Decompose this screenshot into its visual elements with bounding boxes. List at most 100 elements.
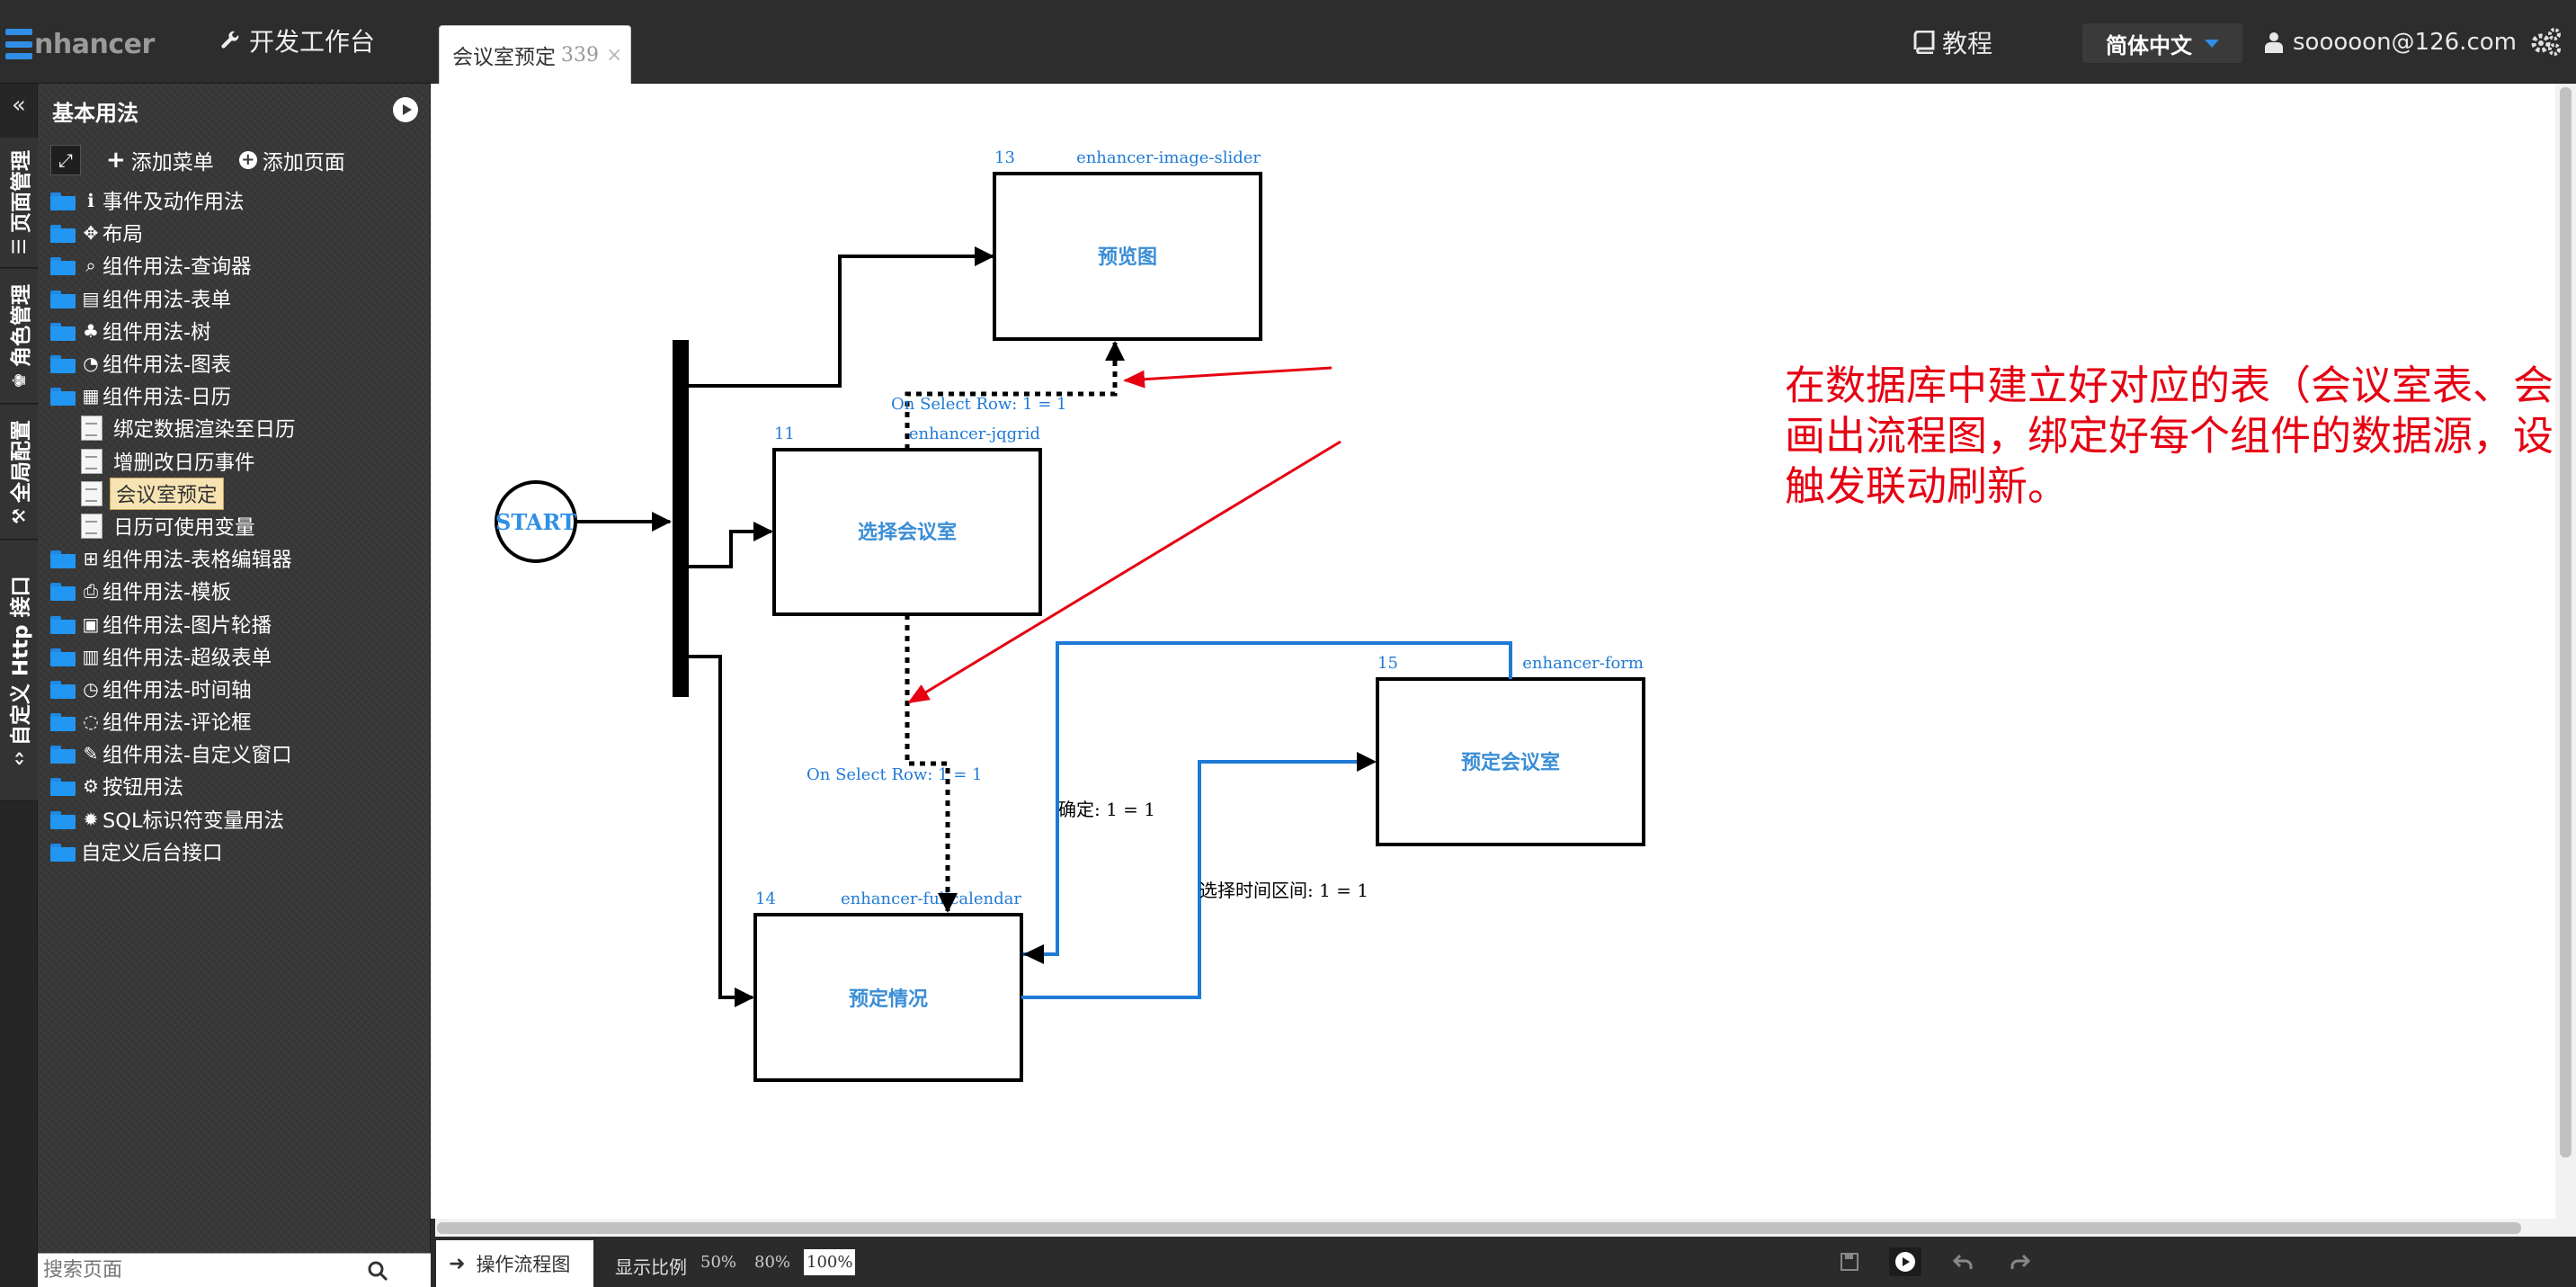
devtools-label: 开发工作台 bbox=[249, 27, 376, 57]
tree-folder-item[interactable]: ⚙按钮用法 bbox=[38, 770, 431, 802]
tree-folder-item[interactable]: ✎组件用法-自定义窗口 bbox=[38, 737, 431, 770]
tree-folder-item[interactable]: ◌组件用法-评论框 bbox=[38, 705, 431, 737]
fork-bar[interactable] bbox=[673, 340, 689, 697]
plus-circle-icon: + bbox=[238, 151, 257, 169]
tree-folder-item[interactable]: ▤组件用法-表单 bbox=[38, 282, 431, 315]
annotation-line: 在数据库中建立好对应的表（会议室表、会议室预定表）之后， bbox=[1785, 362, 2576, 409]
folder-icon bbox=[50, 191, 77, 211]
folder-icon bbox=[50, 647, 77, 666]
chevron-down-icon bbox=[2205, 39, 2219, 48]
horizontal-scroll-thumb[interactable] bbox=[437, 1222, 2521, 1234]
tree-icon: ♣ bbox=[83, 319, 99, 342]
node-form-id: 15 bbox=[1377, 654, 1398, 673]
tree-item-label: 组件用法-自定义窗口 bbox=[103, 744, 292, 768]
run-icon[interactable] bbox=[1889, 1247, 1921, 1276]
node-grid-label: 选择会议室 bbox=[858, 521, 957, 544]
language-label: 简体中文 bbox=[2106, 32, 2192, 58]
tab-meeting-room[interactable]: 会议室预定 339 × bbox=[439, 25, 631, 84]
folder-icon bbox=[50, 581, 77, 602]
tree-page-item[interactable]: 增删改日历事件 bbox=[38, 445, 431, 478]
zoom-option-50[interactable]: 50% bbox=[700, 1253, 737, 1272]
add-menu-button[interactable]: +添加菜单 bbox=[106, 145, 214, 175]
tree-folder-item[interactable]: ♣组件用法-树 bbox=[38, 315, 431, 347]
move-icon: ✥ bbox=[83, 222, 99, 245]
page-search bbox=[38, 1253, 431, 1287]
folder-icon bbox=[50, 809, 77, 829]
folder-icon bbox=[50, 614, 77, 634]
logo[interactable]: nhancer bbox=[5, 22, 155, 67]
template-icon: ⎙ bbox=[84, 580, 98, 603]
annotation-arrow-2 bbox=[907, 440, 1341, 704]
tutorial-link[interactable]: 教程 bbox=[1913, 22, 1992, 63]
edge-fork-grid bbox=[689, 522, 773, 568]
tutorial-label: 教程 bbox=[1942, 29, 1993, 58]
node-slider-type: enhancer-image-slider bbox=[1076, 148, 1261, 167]
redo-icon[interactable] bbox=[2004, 1247, 2037, 1276]
tab-label: 会议室预定 bbox=[452, 46, 556, 69]
play-icon[interactable] bbox=[393, 97, 418, 122]
expand-icon[interactable]: ⤢ bbox=[50, 145, 81, 175]
tree-folder-item[interactable]: ▣组件用法-图片轮播 bbox=[38, 607, 431, 639]
tree-folder-item[interactable]: ▦组件用法-日历 bbox=[38, 380, 431, 412]
logo-mark-icon bbox=[5, 29, 32, 59]
tree-item-label: 组件用法-时间轴 bbox=[103, 678, 252, 702]
tree-folder-item[interactable]: ⌕组件用法-查询器 bbox=[38, 249, 431, 282]
tree-folder-item[interactable]: ◔组件用法-图表 bbox=[38, 347, 431, 380]
save-icon[interactable] bbox=[1833, 1247, 1866, 1276]
zoom-option-80[interactable]: 80% bbox=[754, 1253, 791, 1272]
zoom-option-100[interactable]: 100% bbox=[804, 1249, 856, 1275]
bottom-bar: ➜ 操作流程图 显示比例 50% 80% 100% bbox=[431, 1237, 2576, 1287]
undo-icon[interactable] bbox=[1947, 1247, 1979, 1276]
tree-folder-item[interactable]: ⎙组件用法-模板 bbox=[38, 575, 431, 607]
vtab-page-management[interactable]: ☰页面管理 bbox=[0, 138, 38, 268]
comment-icon: ◌ bbox=[83, 711, 99, 733]
language-select[interactable]: 简体中文 bbox=[2082, 23, 2242, 63]
settings-gears-icon[interactable] bbox=[2530, 25, 2563, 58]
search-icon[interactable] bbox=[367, 1260, 388, 1282]
vtab-custom-http[interactable]: ‹› 自定义 Http 接口 bbox=[0, 541, 38, 801]
vertical-scroll-thumb[interactable] bbox=[2560, 87, 2572, 1157]
node-image-slider[interactable] bbox=[993, 172, 1262, 341]
tab-close-icon[interactable]: × bbox=[606, 43, 623, 67]
tree-folder-item[interactable]: ▥组件用法-超级表单 bbox=[38, 640, 431, 673]
tree-page-item[interactable]: 日历可使用变量 bbox=[38, 510, 431, 542]
tree-folder-item[interactable]: ✥布局 bbox=[38, 217, 431, 249]
sidebar-toolbar: ⤢ +添加菜单 + 添加页面 bbox=[38, 139, 431, 181]
folder-icon bbox=[50, 549, 77, 569]
tree-page-item[interactable]: 会议室预定 bbox=[38, 477, 431, 510]
horizontal-scrollbar[interactable] bbox=[435, 1219, 2576, 1237]
add-page-label: 添加页面 bbox=[262, 151, 345, 174]
tree-folder-item[interactable]: ◷组件用法-时间轴 bbox=[38, 673, 431, 705]
asterisk-icon: ✹ bbox=[83, 808, 99, 830]
tree-item-label: 组件用法-日历 bbox=[103, 386, 232, 410]
page-icon bbox=[81, 448, 103, 474]
search-input[interactable] bbox=[43, 1259, 367, 1282]
tree-item-label: 组件用法-图片轮播 bbox=[103, 613, 272, 638]
user-menu[interactable]: sooooon@126.com bbox=[2264, 22, 2517, 63]
vtab-global-config[interactable]: ⚒全局配置 bbox=[0, 405, 38, 540]
edge-calendar-form bbox=[1021, 760, 1357, 999]
tree-page-item[interactable]: 绑定数据渲染至日历 bbox=[38, 412, 431, 444]
vtab-role-management[interactable]: ♚角色管理 bbox=[0, 269, 38, 404]
add-page-button[interactable]: + 添加页面 bbox=[238, 145, 345, 175]
tree-item-label: 会议室预定 bbox=[110, 477, 224, 510]
tab-operation-flow[interactable]: ➜ 操作流程图 bbox=[436, 1240, 593, 1287]
image-icon: ▣ bbox=[82, 612, 100, 635]
annotation-line: 画出流程图，绑定好每个组件的数据源，设置对应的事件， bbox=[1785, 412, 2576, 460]
devtools-menu[interactable]: 开发工作台 bbox=[220, 20, 375, 61]
node-calendar-type: enhancer-fullcalendar bbox=[841, 889, 1021, 908]
folder-icon bbox=[50, 842, 77, 862]
tree-folder-item[interactable]: ✹SQL标识符变量用法 bbox=[38, 803, 431, 836]
vtab-label: 全局配置 bbox=[10, 419, 33, 503]
tree-folder-item[interactable]: 自定义后台接口 bbox=[38, 836, 431, 868]
vtab-label: 自定义 Http 接口 bbox=[10, 575, 34, 746]
code-icon: ‹› bbox=[8, 750, 31, 766]
node-slider-label: 预览图 bbox=[1098, 246, 1157, 269]
vertical-scrollbar[interactable] bbox=[2555, 84, 2576, 1219]
flow-canvas[interactable]: START 13 enhancer-image-slider 预览图 11 en… bbox=[431, 84, 2576, 1219]
tree-folder-item[interactable]: ⊞组件用法-表格编辑器 bbox=[38, 542, 431, 575]
collapse-sidebar-icon[interactable]: « bbox=[12, 92, 26, 119]
tree-item-label: 组件用法-表格编辑器 bbox=[103, 549, 292, 573]
super-form-icon: ▥ bbox=[82, 645, 100, 667]
